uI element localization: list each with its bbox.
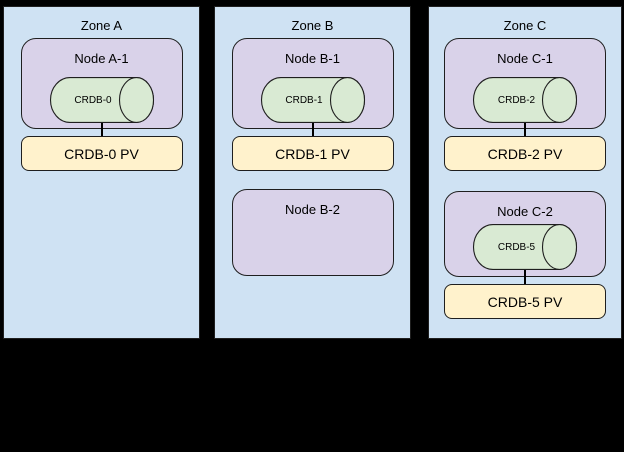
crdb-0-cylinder: CRDB-0 — [49, 77, 154, 123]
crdb-0-pv-box: CRDB-0 PV — [20, 136, 183, 171]
crdb-0-label: CRDB-0 — [74, 94, 112, 106]
node-c-2: Node C-2 CRDB-5 — [444, 191, 606, 277]
crdb-5-pv-label: CRDB-5 PV — [487, 293, 563, 310]
cylinder-shape — [472, 77, 578, 123]
node-b-2-label: Node B-2 — [285, 202, 340, 217]
crdb-2-pv-box: CRDB-2 PV — [444, 136, 606, 171]
crdb-1-pv-label: CRDB-1 PV — [275, 145, 350, 162]
crdb-2-label: CRDB-2 — [497, 94, 536, 106]
node-c-2-label: Node C-2 — [497, 204, 553, 219]
crdb-0-pv-label: CRDB-0 PV — [64, 145, 139, 162]
node-c-1: Node C-1 CRDB-2 — [444, 38, 606, 129]
node-b-2: Node B-2 — [231, 189, 394, 276]
zone-b: Zone B Node B-1 CRDB-1 CRDB-1 PV Node B-… — [214, 6, 411, 339]
zone-a: Zone A Node A-1 CRDB-0 CRDB-0 PV — [3, 6, 200, 339]
cylinder-shape — [472, 224, 578, 270]
cylinder-end-cap — [329, 77, 365, 123]
cylinder-end-cap — [541, 224, 578, 270]
cylinder-end-cap — [541, 77, 578, 123]
cylinder-end-cap — [118, 77, 154, 123]
cylinder-shape — [260, 77, 365, 123]
node-b-1: Node B-1 CRDB-1 — [231, 38, 394, 129]
crdb-1-label: CRDB-1 — [285, 94, 323, 106]
crdb-5-pv-box: CRDB-5 PV — [444, 284, 606, 319]
crdb-5-label: CRDB-5 — [497, 241, 536, 253]
crdb-2-cylinder: CRDB-2 — [472, 77, 578, 123]
connector-line — [524, 270, 526, 285]
zone-a-title: Zone A — [80, 18, 123, 33]
crdb-1-cylinder: CRDB-1 — [260, 77, 365, 123]
cylinder-shape — [49, 77, 154, 123]
node-a-1-label: Node A-1 — [74, 51, 129, 66]
connector-line — [311, 123, 314, 137]
crdb-2-pv-label: CRDB-2 PV — [487, 145, 563, 162]
node-a-1: Node A-1 CRDB-0 — [20, 38, 183, 129]
node-b-1-label: Node B-1 — [285, 51, 340, 66]
crdb-1-pv-box: CRDB-1 PV — [231, 136, 394, 171]
crdb-5-cylinder: CRDB-5 — [472, 224, 578, 270]
zone-b-title: Zone B — [291, 18, 334, 33]
connector-line — [524, 123, 526, 137]
node-c-1-label: Node C-1 — [497, 51, 553, 66]
connector-line — [100, 123, 103, 137]
zone-c: Zone C Node C-1 CRDB-2 CRDB-2 PV Node C-… — [428, 6, 622, 339]
zone-c-title: Zone C — [503, 18, 547, 33]
